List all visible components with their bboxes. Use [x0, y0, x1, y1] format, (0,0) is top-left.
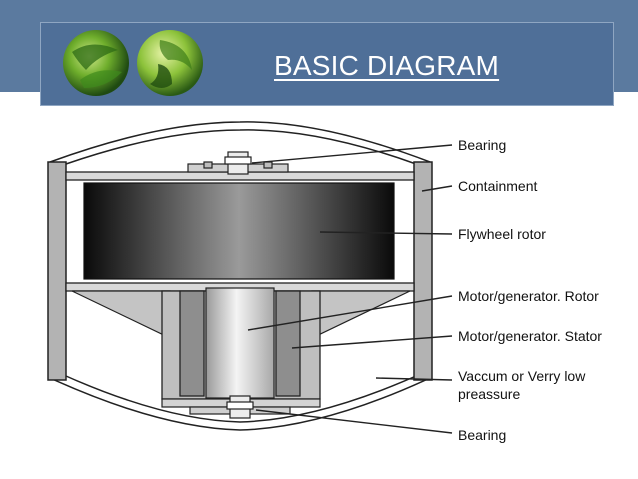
- label-containment: Containment: [458, 178, 537, 194]
- label-bearing-bottom: Bearing: [458, 427, 506, 443]
- label-flywheel-rotor: Flywheel rotor: [458, 226, 546, 242]
- leaf-logo-right: [137, 30, 203, 96]
- bottom-bearing: [161, 395, 321, 419]
- label-vacuum-line1: Vaccum or Verry low: [458, 368, 586, 384]
- label-bearing-top: Bearing: [458, 137, 506, 153]
- top-bearing: [187, 151, 289, 175]
- containment-walls: [47, 161, 433, 381]
- leader-lines: [247, 144, 453, 434]
- motor-generator-rotor: [205, 287, 275, 399]
- label-mg-rotor: Motor/generator. Rotor: [458, 288, 599, 304]
- title-panel: [40, 22, 614, 106]
- slide-title: BASIC DIAGRAM: [274, 50, 500, 81]
- label-vacuum-line2: preassure: [458, 386, 520, 402]
- vacuum-housing: [49, 121, 431, 431]
- flywheel-rotor: [83, 182, 395, 280]
- label-mg-stator: Motor/generator. Stator: [458, 328, 602, 344]
- leaf-logo-left: [63, 30, 129, 96]
